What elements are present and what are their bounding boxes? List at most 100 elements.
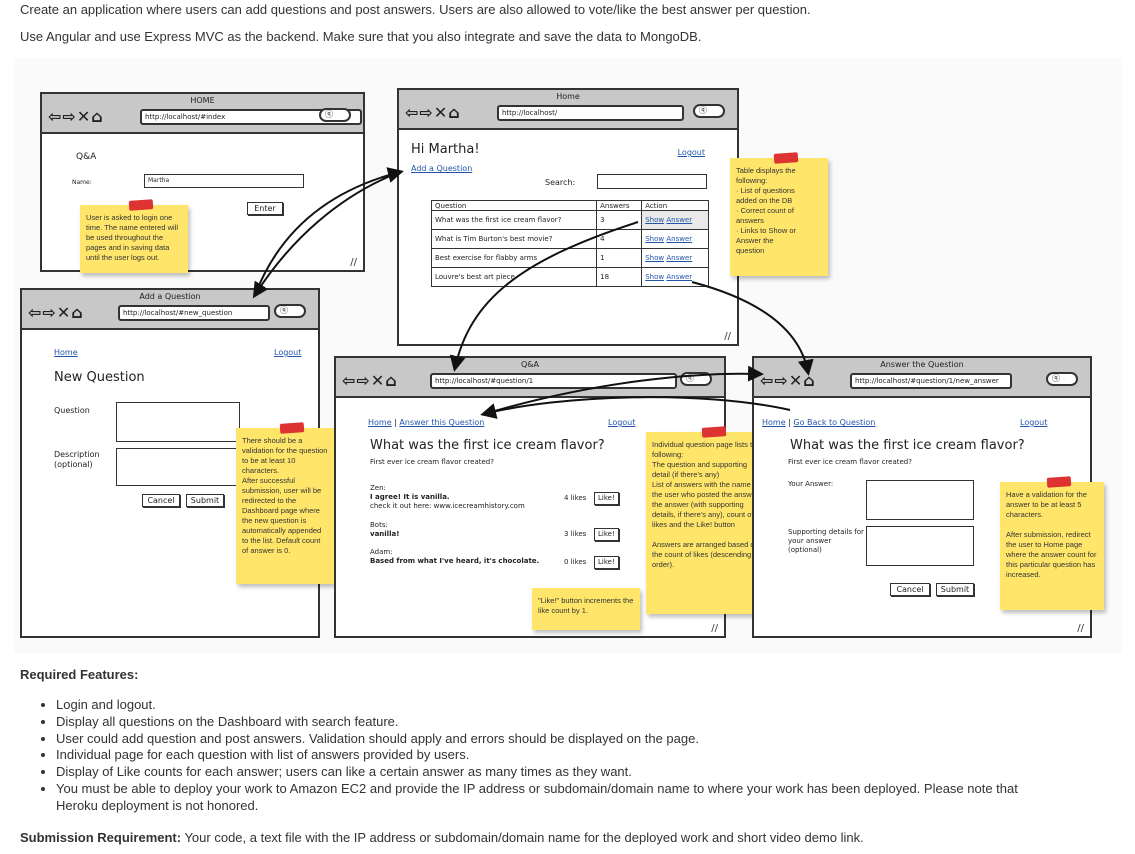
greeting: Hi Martha! — [411, 142, 480, 157]
dashboard-search-input[interactable] — [597, 174, 707, 189]
answer-link[interactable]: Answer — [666, 216, 693, 224]
question-subtext: First ever ice cream flavor created? — [370, 458, 494, 466]
answer-item: Bots:vanilla! — [370, 521, 400, 538]
resize-grip: // — [1077, 623, 1084, 634]
cancel-button[interactable]: Cancel — [142, 494, 180, 507]
answer-item: Zen:I agree! It is vanilla.check it out … — [370, 484, 525, 510]
like-button[interactable]: Like! — [594, 492, 619, 505]
like-count: 4 likes — [564, 494, 587, 502]
supporting-label: Supporting details for your answer (opti… — [788, 528, 864, 554]
arrow-show-to-question — [449, 221, 639, 372]
browser-nav-icons: ⇦⇨✕⌂ — [28, 303, 84, 322]
answer-link[interactable]: Answer — [666, 254, 693, 262]
question-breadcrumb: Home | Answer this Question — [368, 418, 485, 427]
new-question-title: Add a Question — [139, 292, 201, 301]
logout-link[interactable]: Logout — [677, 148, 705, 157]
intro-line-1: Create an application where users can ad… — [20, 2, 811, 17]
list-item: Individual page for each question with l… — [56, 747, 1018, 764]
answer-link[interactable]: Answer — [666, 235, 693, 243]
question-field[interactable] — [116, 402, 240, 442]
list-item: Heroku deployment is not honored. — [56, 797, 259, 813]
question-heading: What was the first ice cream flavor? — [370, 438, 605, 453]
supporting-field[interactable] — [866, 526, 974, 566]
answer-heading: What was the first ice cream flavor? — [790, 438, 1025, 453]
arrow-back-to-question — [480, 396, 791, 419]
logout-link[interactable]: Logout — [274, 348, 302, 357]
like-count: 0 likes — [564, 558, 587, 566]
list-item: Display of Like counts for each answer; … — [56, 764, 1018, 781]
show-link[interactable]: Show — [645, 235, 665, 243]
new-question-heading: New Question — [54, 370, 145, 385]
like-button[interactable]: Like! — [594, 528, 619, 541]
browser-nav-icons: ⇦⇨✕⌂ — [342, 371, 398, 390]
intro-line-2: Use Angular and use Express MVC as the b… — [20, 29, 702, 44]
back-to-question-link[interactable]: Go Back to Question — [793, 418, 876, 427]
show-link[interactable]: Show — [645, 216, 665, 224]
logout-link[interactable]: Logout — [1020, 418, 1048, 427]
new-question-note: There should be a validation for the que… — [236, 422, 334, 584]
search-icon: ⓠ — [274, 304, 306, 318]
login-note: User is asked to login one time. The nam… — [80, 199, 188, 273]
home-link[interactable]: Home — [54, 348, 78, 357]
question-label: Question — [54, 406, 90, 415]
answer-breadcrumb: Home | Go Back to Question — [762, 418, 876, 427]
arrow-answer-to-answerpage — [691, 281, 814, 376]
question-page-note: Individual question page lists the follo… — [646, 426, 770, 614]
like-note: "Like!" button increments the like count… — [532, 588, 640, 630]
answer-page-url: http://localhost/#question/1/new_answer — [850, 373, 1012, 389]
name-label: Name: — [72, 179, 92, 186]
answer-page-note: Have a validation for the answer to be a… — [1000, 476, 1104, 610]
login-title: HOME — [190, 96, 215, 105]
answer-page-title: Answer the Question — [880, 360, 964, 369]
your-answer-label: Your Answer: — [788, 480, 834, 488]
submit-button[interactable]: Submit — [186, 494, 224, 507]
list-item: User could add question and post answers… — [56, 731, 1018, 748]
arrow-dashboard-to-new — [252, 171, 401, 299]
answer-page-wireframe: Answer the Question ⇦⇨✕⌂ http://localhos… — [752, 356, 1092, 638]
new-question-url: http://localhost/#new_question — [118, 305, 270, 321]
like-count: 3 likes — [564, 530, 587, 538]
dashboard-wireframe: Home ⇦⇨✕⌂ http://localhost/ ⓠ Hi Martha!… — [397, 88, 739, 346]
show-link[interactable]: Show — [645, 273, 665, 281]
description-label: Description (optional) — [54, 450, 100, 469]
show-link[interactable]: Show — [645, 254, 665, 262]
list-item: Display all questions on the Dashboard w… — [56, 714, 1018, 731]
resize-grip: // — [350, 257, 357, 268]
name-field[interactable]: Martha — [144, 174, 304, 188]
dashboard-note: Table displays the following: · List of … — [730, 152, 828, 276]
submit-button[interactable]: Submit — [936, 583, 974, 596]
resize-grip: // — [711, 623, 718, 634]
login-wireframe: HOME ⇦⇨✕⌂ http://localhost/#index ⓠ Q&A … — [40, 92, 365, 272]
questions-table: Question Answers Action What was the fir… — [430, 200, 709, 287]
search-icon: ⓠ — [319, 108, 351, 122]
required-title: Required Features: — [20, 667, 139, 682]
enter-button[interactable]: Enter — [247, 202, 283, 215]
home-link[interactable]: Home — [762, 418, 786, 427]
dashboard-url: http://localhost/ — [497, 105, 684, 121]
answer-field[interactable] — [866, 480, 974, 520]
logout-link[interactable]: Logout — [608, 418, 636, 427]
list-item: Login and logout. — [56, 697, 1018, 714]
cancel-button[interactable]: Cancel — [890, 583, 930, 596]
like-button[interactable]: Like! — [594, 556, 619, 569]
answer-subtext: First ever ice cream flavor created? — [788, 458, 912, 466]
browser-nav-icons: ⇦⇨✕⌂ — [405, 103, 461, 122]
search-icon: ⓠ — [1046, 372, 1078, 386]
home-link[interactable]: Home — [368, 418, 392, 427]
answer-question-link[interactable]: Answer this Question — [399, 418, 485, 427]
arrow-login-to-dashboard — [254, 167, 404, 296]
question-page-title: Q&A — [520, 360, 539, 369]
search-icon: ⓠ — [693, 104, 725, 118]
login-url: http://localhost/#index — [140, 109, 362, 125]
answer-item: Adam:Based from what I've heard, it's ch… — [370, 548, 540, 565]
add-question-link[interactable]: Add a Question — [411, 164, 473, 173]
dashboard-title: Home — [556, 92, 580, 101]
resize-grip: // — [724, 331, 731, 342]
required-features-list: Login and logout. Display all questions … — [38, 697, 1018, 815]
description-field[interactable] — [116, 448, 240, 486]
answer-link[interactable]: Answer — [666, 273, 693, 281]
